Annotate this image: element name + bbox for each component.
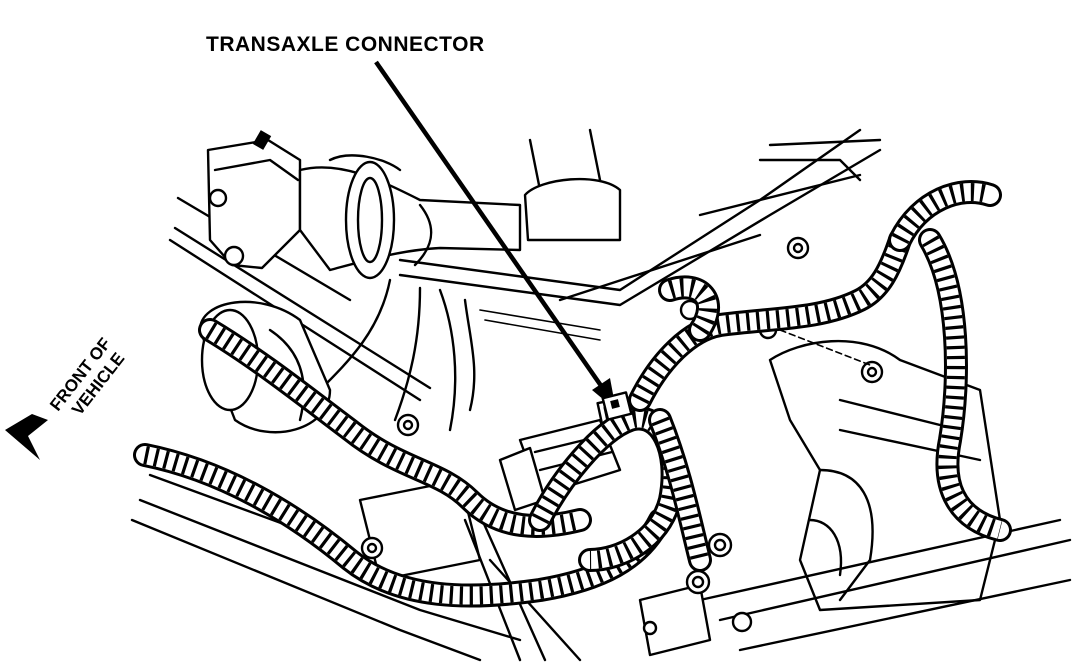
front-of-vehicle-label: FRONT OF VEHICLE	[46, 334, 128, 419]
wire-harness	[133, 180, 1012, 608]
transaxle-connector-label: TRANSAXLE CONNECTOR	[206, 33, 485, 56]
front-direction-arrow-icon	[5, 414, 48, 460]
transaxle-connector	[601, 391, 633, 421]
